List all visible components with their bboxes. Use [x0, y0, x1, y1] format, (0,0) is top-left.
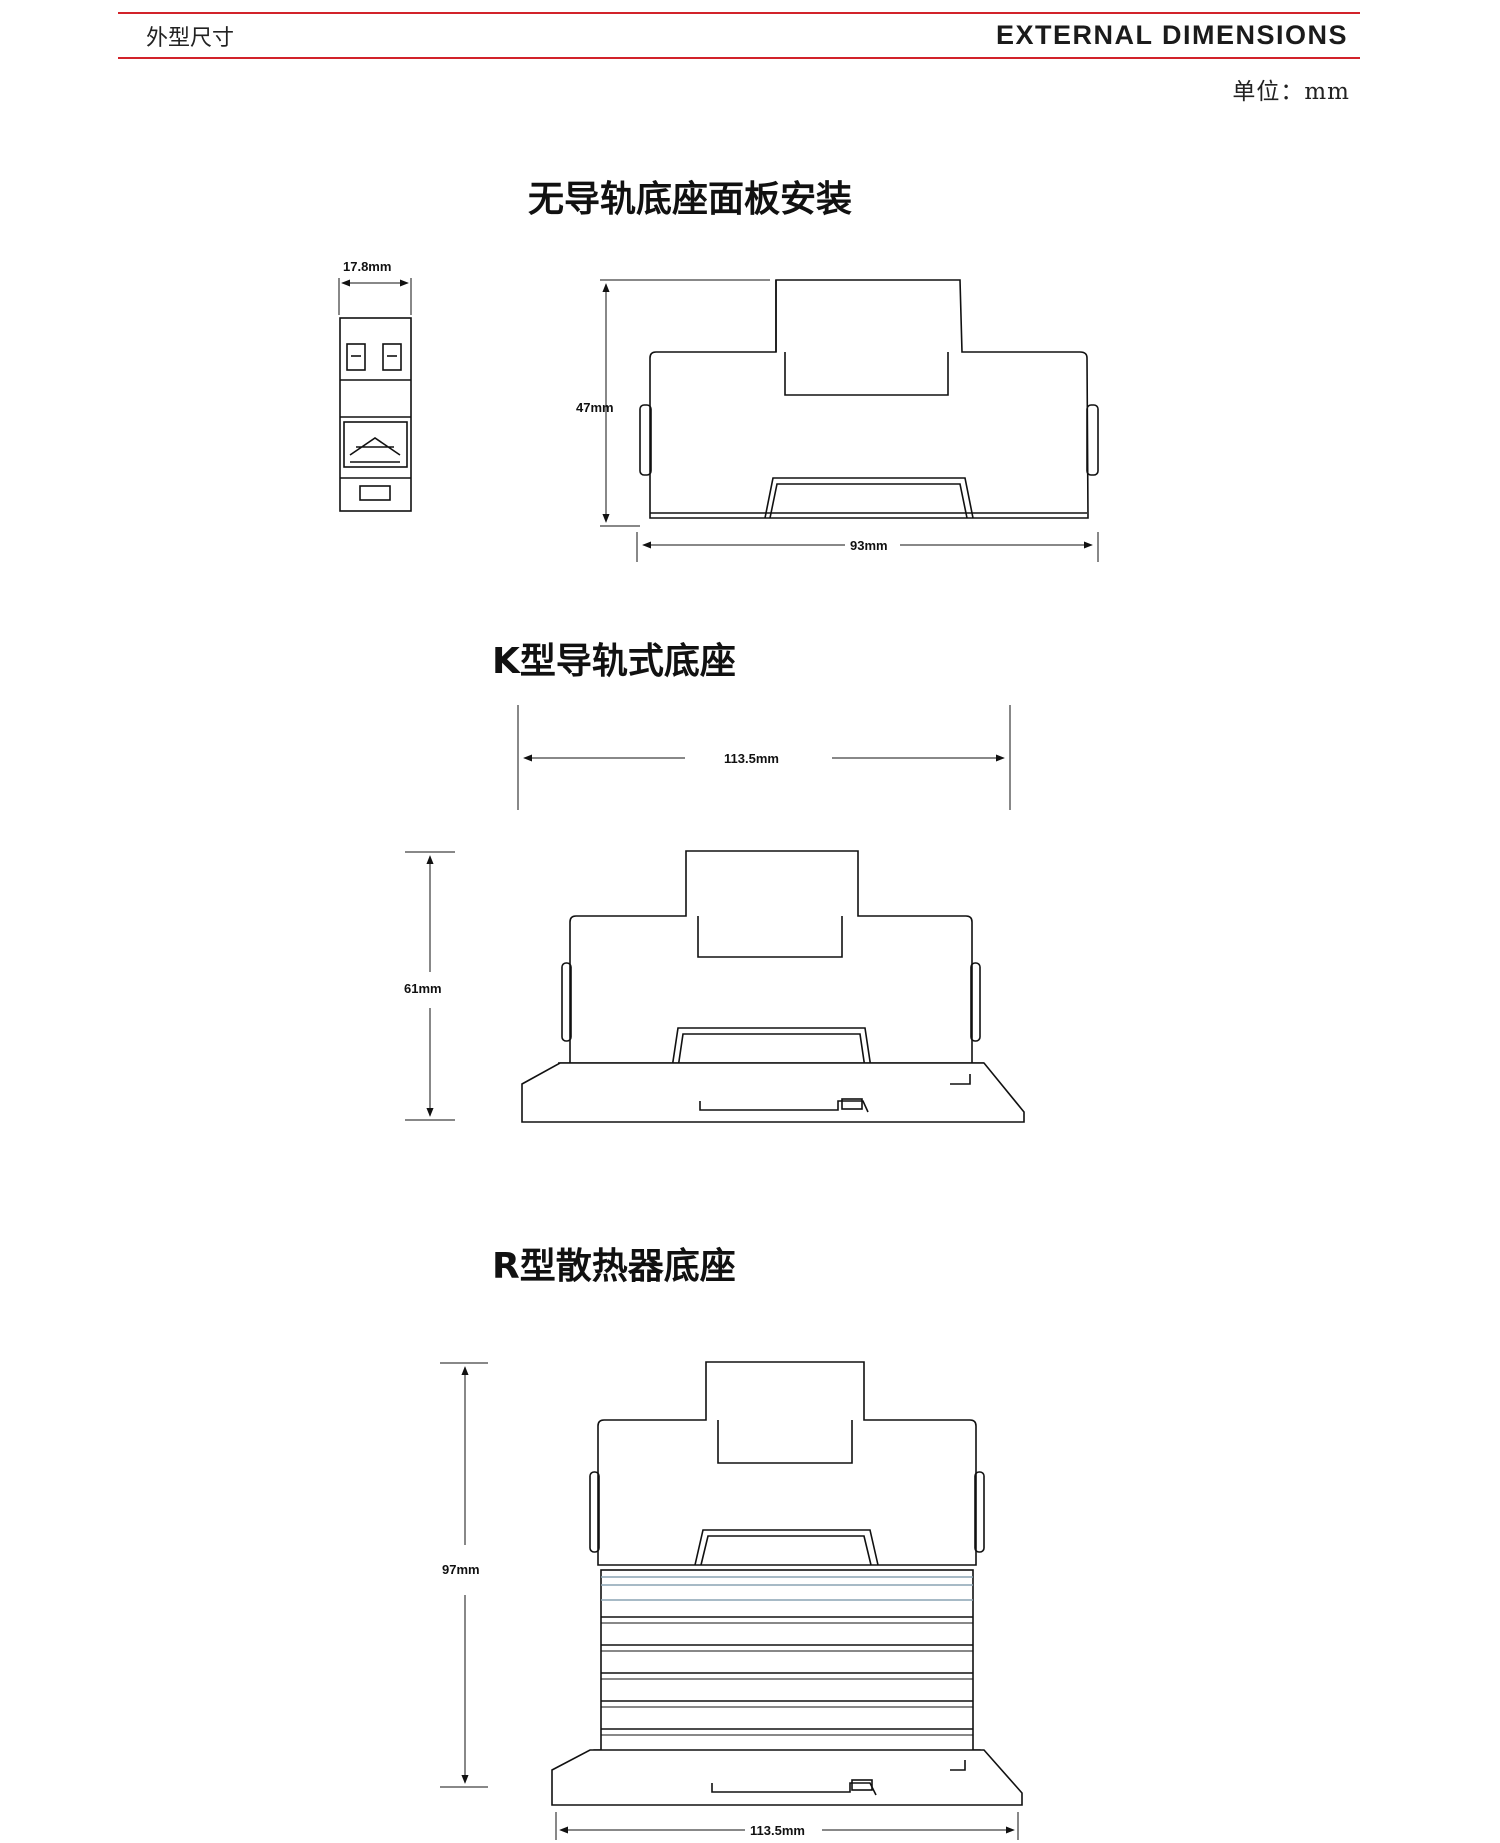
- dim-height-61: 61mm: [404, 981, 442, 996]
- unit-label: 单位：mm: [1232, 79, 1350, 105]
- front-view-panel-mount: [600, 279, 1099, 562]
- dim-width-113-5-top: 113.5mm: [724, 751, 779, 766]
- header-right-title: EXTERNAL DIMENSIONS: [995, 20, 1348, 50]
- section-title-r-heatsink-base: R型散热器底座: [492, 1246, 736, 1287]
- k-rail-base-drawing: [405, 705, 1025, 1123]
- dim-height-47: 47mm: [576, 400, 614, 415]
- header-bottom-rule: [118, 57, 1360, 59]
- dim-height-97: 97mm: [442, 1562, 480, 1577]
- section-title-k-rail-base: K型导轨式底座: [492, 641, 736, 682]
- header-top-rule: [118, 12, 1360, 14]
- dim-side-width: 17.8mm: [343, 259, 391, 274]
- dim-width-113-5-bottom: 113.5mm: [750, 1823, 805, 1838]
- dim-width-93: 93mm: [850, 538, 888, 553]
- header-left-title: 外型尺寸: [146, 26, 235, 51]
- section-title-panel-mount: 无导轨底座面板安装: [528, 179, 853, 220]
- side-view-drawing: [338, 278, 412, 512]
- r-heatsink-base-drawing: [440, 1361, 1023, 1840]
